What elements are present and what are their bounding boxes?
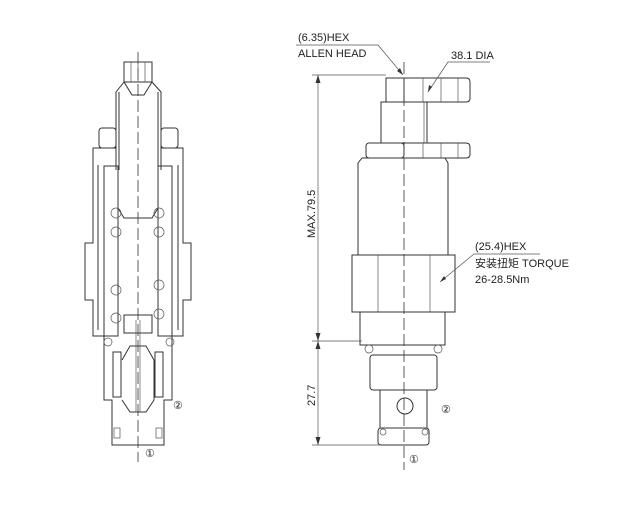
upper-knob xyxy=(404,77,471,103)
section-view xyxy=(84,52,192,462)
right-port-2-label: ② xyxy=(441,404,451,416)
hex-body xyxy=(351,254,456,313)
lock-nut-left xyxy=(98,127,117,149)
poppet xyxy=(121,345,155,413)
port-2-hole xyxy=(396,397,414,415)
right-port-1-label: ① xyxy=(409,454,419,466)
lower-length-label: 27.7 xyxy=(306,385,318,406)
allen-hex-label: (6.35)HEX xyxy=(298,32,350,44)
cage-left xyxy=(103,165,119,337)
left-port-2-label: ② xyxy=(173,400,183,412)
valve-body-section xyxy=(84,147,192,446)
lock-nut-right xyxy=(160,127,179,149)
lower-knob xyxy=(404,142,471,159)
torque-label: 安装扭矩 TORQUE xyxy=(475,256,569,270)
left-port-1-label: ① xyxy=(145,448,155,460)
spool-sleeve xyxy=(379,389,428,429)
thread xyxy=(369,354,438,391)
body xyxy=(357,157,449,256)
max-length-label: MAX.79.5 xyxy=(306,190,318,238)
knob-dia-label: 38.1 DIA xyxy=(451,50,494,62)
allen-head xyxy=(385,77,405,103)
dimension-lines xyxy=(296,44,540,446)
external-view xyxy=(351,62,471,470)
allen-head-label: ALLEN HEAD xyxy=(298,48,367,60)
hex-size-label: (25.4)HEX xyxy=(475,241,527,253)
lock-nut xyxy=(365,142,405,159)
cage-right xyxy=(157,165,173,337)
torque-value: 26-28.5Nm xyxy=(475,274,529,286)
